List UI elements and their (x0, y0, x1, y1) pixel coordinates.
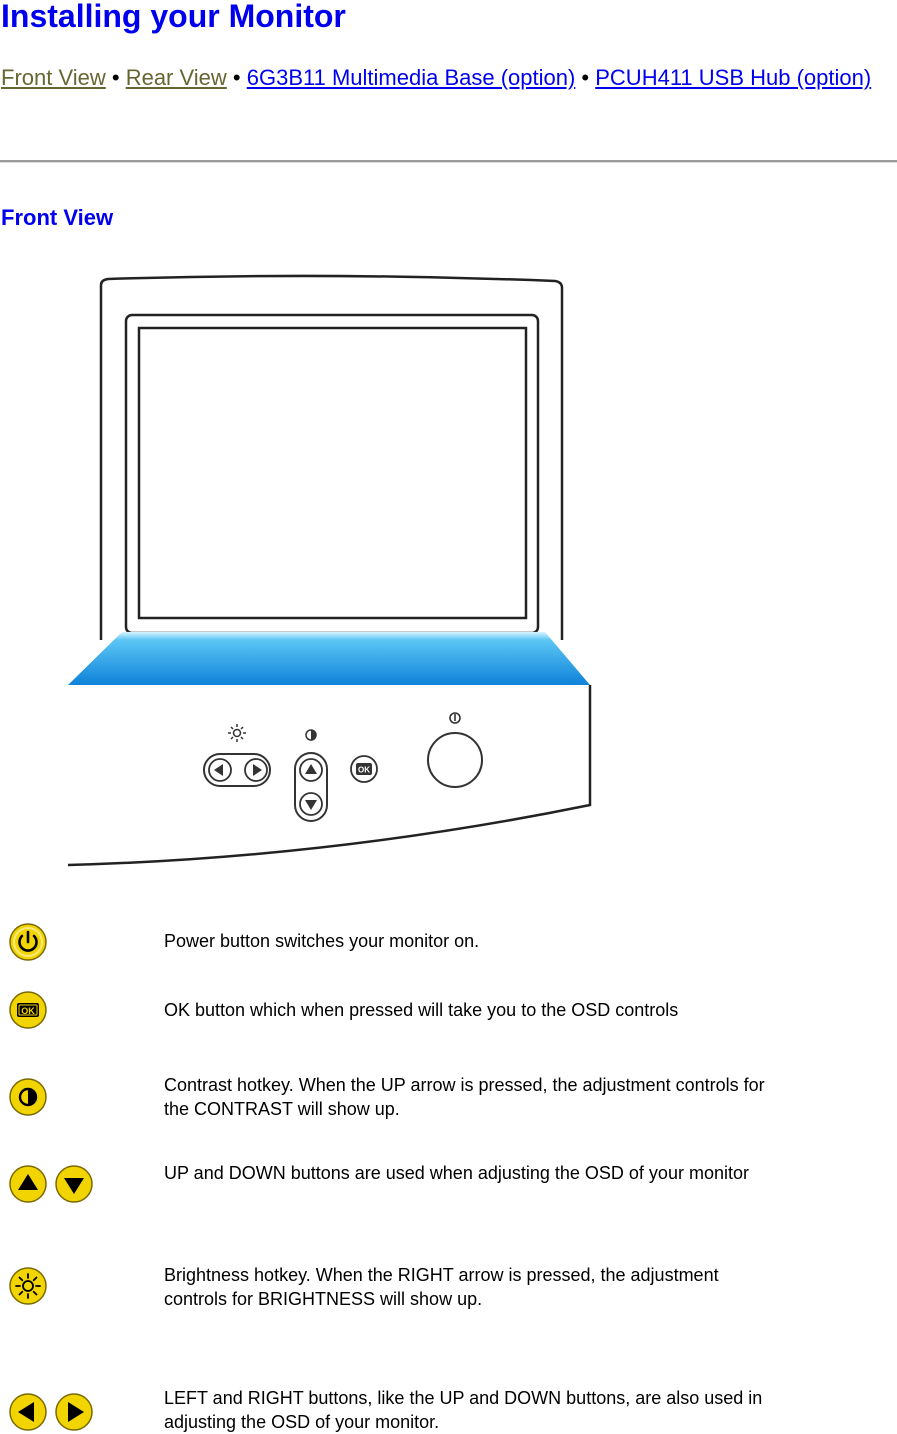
control-description: Brightness hotkey. When the RIGHT arrow … (164, 1265, 719, 1309)
nav-link-rear-view[interactable]: Rear View (125, 65, 227, 90)
brightness-icon (9, 1267, 47, 1305)
svg-text:OK: OK (21, 1006, 35, 1016)
power-icon (449, 712, 461, 724)
nav-separator: • (232, 65, 247, 90)
nav-link-front-view[interactable]: Front View (1, 65, 106, 90)
nav-link-multimedia-base[interactable]: 6G3B11 Multimedia Base (option) (246, 65, 576, 90)
brightness-sun-icon (228, 724, 246, 742)
nav-separator: • (111, 65, 126, 90)
nav-link-usb-hub[interactable]: PCUH411 USB Hub (option) (595, 65, 872, 90)
control-description: Power button switches your monitor on. (164, 931, 480, 951)
ok-icon: OK (9, 991, 47, 1029)
right-arrow-icon (55, 1393, 93, 1431)
down-arrow-icon (55, 1165, 93, 1203)
control-description: UP and DOWN buttons are used when adjust… (164, 1163, 749, 1183)
contrast-icon (9, 1078, 47, 1116)
left-arrow-icon (9, 1393, 47, 1431)
monitor-body (67, 274, 592, 867)
ok-icon: OK (350, 755, 378, 783)
page-title: Installing your Monitor (1, 0, 346, 34)
power-icon (9, 923, 47, 961)
control-description: LEFT and RIGHT buttons, like the UP and … (164, 1388, 763, 1432)
nav-links: Front View • Rear View • 6G3B11 Multimed… (1, 63, 881, 92)
divider (0, 160, 897, 163)
monitor-front-illustration: OK (67, 274, 592, 867)
up-arrow-icon (9, 1165, 47, 1203)
control-description: Contrast hotkey. When the UP arrow is pr… (164, 1075, 765, 1119)
section-title: Front View (1, 205, 114, 230)
nav-separator: • (581, 65, 596, 90)
monitor-bezel-blue (68, 632, 590, 685)
control-description: OK button which when pressed will take y… (164, 1000, 679, 1020)
power-button (427, 732, 483, 788)
contrast-icon (305, 729, 317, 741)
svg-text:OK: OK (358, 766, 370, 775)
